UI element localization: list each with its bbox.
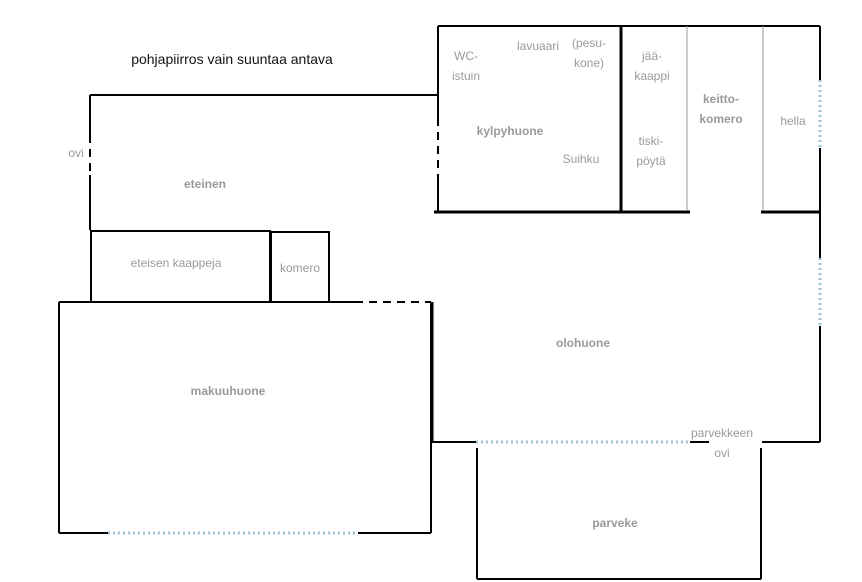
kylpyhuone-label: kylpyhuone <box>477 124 544 138</box>
entrance-door-label: ovi <box>68 146 83 160</box>
parvekkeen-ovi-label-line2: ovi <box>714 446 729 460</box>
pesukone-label-line1: (pesu- <box>572 36 606 50</box>
walls <box>58 25 821 580</box>
lavuaari-label: lavuaari <box>517 39 559 53</box>
eteisen-kaappeja-label: eteisen kaappeja <box>131 256 222 270</box>
jaakaappi-label-line1: jää- <box>641 49 662 63</box>
windows <box>108 80 822 535</box>
doors <box>89 118 439 303</box>
suihku-label: Suihku <box>563 152 600 166</box>
tiskipoyta-label-line2: pöytä <box>636 154 666 168</box>
jaakaappi-label-line2: kaappi <box>634 69 669 83</box>
parveke-label: parveke <box>592 516 638 530</box>
wc-label-line2: istuin <box>452 69 480 83</box>
eteinen-label: eteinen <box>184 177 226 191</box>
wc-label-line1: WC- <box>454 49 478 63</box>
parvekkeen-ovi-label-line1: parvekkeen <box>691 426 753 440</box>
keittokomero-label-line2: komero <box>699 112 742 126</box>
komero-label: komero <box>280 261 320 275</box>
makuuhuone-label: makuuhuone <box>191 384 266 398</box>
keittokomero-label-line1: keitto- <box>703 92 739 106</box>
disclaimer-note: pohjapiirros vain suuntaa antava <box>131 51 333 67</box>
olohuone-label: olohuone <box>556 336 610 350</box>
tiskipoyta-label-line1: tiski- <box>639 134 664 148</box>
pesukone-label-line2: kone) <box>574 56 604 70</box>
hella-label: hella <box>780 114 806 128</box>
